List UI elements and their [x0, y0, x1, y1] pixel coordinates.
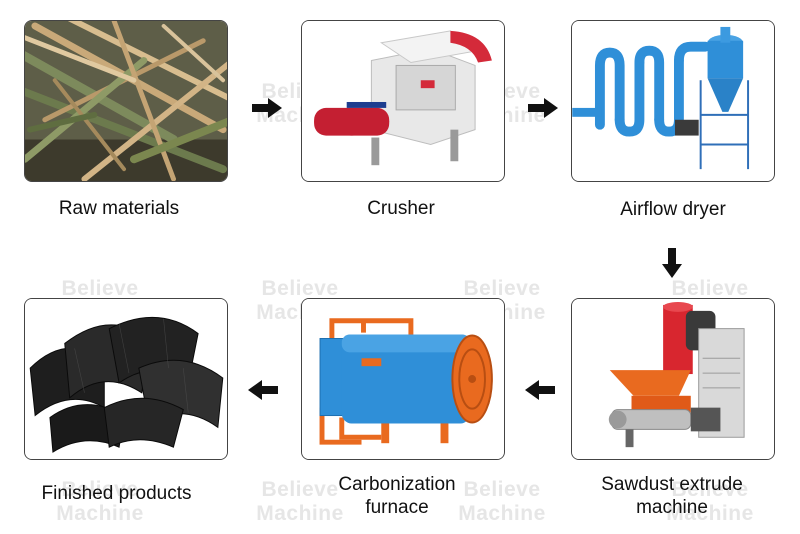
arrow-right-icon	[528, 98, 558, 118]
step-label-crusher: Crusher	[367, 198, 435, 219]
step-label-raw-materials: Raw materials	[58, 198, 180, 219]
step-label-carbonization-furnace: Carbonization furnace	[338, 474, 456, 518]
arrow-right-icon	[252, 98, 282, 118]
finished-products-image	[24, 298, 228, 460]
arrow-left-icon	[248, 380, 278, 400]
step-label-airflow-dryer: Airflow dryer	[620, 199, 726, 220]
raw-materials-image	[24, 20, 228, 182]
carbonization-furnace-image	[301, 298, 505, 460]
sawdust-extrude-machine-image	[571, 298, 775, 460]
step-label-finished-products: Finished products	[41, 483, 192, 504]
arrow-down-icon	[662, 248, 682, 278]
crusher-image	[301, 20, 505, 182]
airflow-dryer-image	[571, 20, 775, 182]
step-label-sawdust-extrude-machine: Sawdust extrude machine	[601, 474, 743, 518]
arrow-left-icon	[525, 380, 555, 400]
